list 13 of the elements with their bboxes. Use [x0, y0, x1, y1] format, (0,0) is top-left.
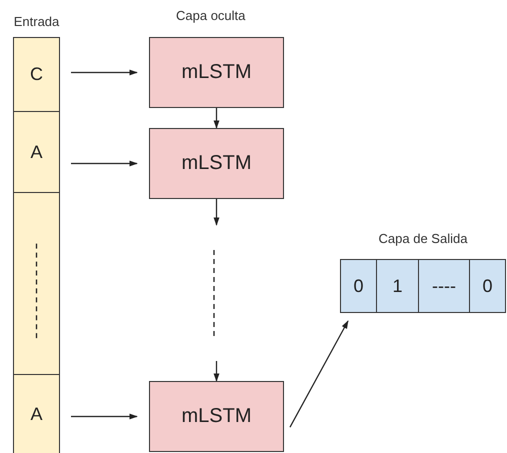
lstm-box: mLSTM — [149, 128, 284, 199]
column-heading: Entrada — [14, 14, 60, 29]
lstm-box: mLSTM — [149, 37, 284, 108]
lstm-box: mLSTM — [149, 381, 284, 452]
arrow — [71, 160, 138, 166]
arrow — [289, 320, 349, 428]
array-heading: Capa de Salida — [378, 231, 468, 246]
arrow — [214, 108, 220, 129]
arrow — [214, 361, 220, 382]
arrow — [214, 199, 220, 226]
layer-heading: Capa oculta — [176, 8, 246, 23]
arrow — [71, 70, 138, 76]
arrow — [71, 414, 138, 420]
